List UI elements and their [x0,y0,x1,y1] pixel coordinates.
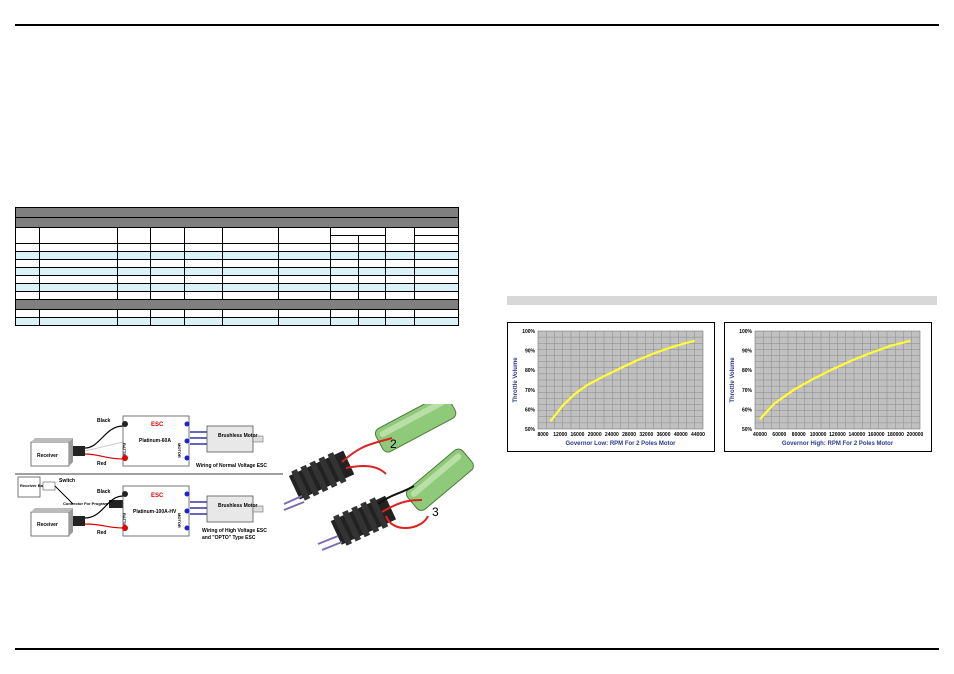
y-tick-label: 60% [525,407,536,413]
esc-title: ESC [151,493,164,499]
x-tick-label: 80000 [792,432,806,438]
top-rule [15,24,939,26]
y-tick-label: 90% [525,349,536,355]
y-tick-label: 60% [742,407,753,413]
x-tick-label: 36000 [657,432,671,438]
diagram-caption-bottom-2: and "OPTO" Type ESC [202,535,256,541]
table-row [15,251,460,260]
y-tick-label: 80% [742,368,753,374]
table-row [15,267,460,276]
x-tick-label: 200000 [907,432,924,438]
y-axis-label: Throttle Volume [513,357,519,403]
motor-box-top: Brushless Motor [206,425,264,453]
receiver-label: Receiver [37,522,58,528]
series-line [759,339,911,420]
motor-box-bottom: Brushless Motor [206,495,264,523]
x-tick-label: 120000 [829,432,846,438]
table-header-row [14,207,460,218]
x-tick-label: 60000 [772,432,786,438]
motor-label: MOTOR [177,443,182,458]
esc-photo-illustration: 2 3 [283,404,474,551]
x-tick-label: 8000 [537,432,548,438]
x-tick-label: 44000 [691,432,705,438]
y-tick-label: 70% [525,388,536,394]
receiver-box: Receiver [30,438,73,467]
table-row [15,291,460,300]
connector-label: Connector For Program Card [63,501,119,506]
x-axis-label: Governor Low: RPM For 2 Poles Motor [565,441,676,447]
table-row [15,283,460,292]
wire-black-label: Black [97,489,111,495]
photo-label-2: 2 [390,437,397,451]
esc-box-top: ESC Platinum-60A BATTERY MOTOR [122,415,190,467]
x-tick-label: 180000 [887,432,904,438]
switch-label: Switch [59,478,75,484]
y-tick-label: 50% [525,427,536,433]
receiver-battery-box: Receiver Battery [17,476,52,498]
y-tick-label: 50% [742,427,753,433]
x-tick-label: 140000 [849,432,866,438]
x-tick-label: 12000 [553,432,567,438]
y-tick-label: 100% [739,329,752,335]
table-header-row [14,217,460,228]
table-subheader-row [15,227,460,244]
diagram-caption-bottom-1: Wiring of High Voltage ESC [202,528,267,534]
x-tick-label: 28000 [622,432,636,438]
esc-title: ESC [151,422,164,428]
bottom-rule [15,648,939,650]
x-axis-label: Governor High: RPM For 2 Poles Motor [782,441,894,447]
motor-label: Brushless Motor [218,503,258,509]
y-tick-label: 90% [742,349,753,355]
battery-label: BATTERY [122,513,127,532]
esc-box-bottom: ESC Platinum-100A-HV BATTERY MOTOR [122,485,190,537]
y-tick-label: 100% [522,329,535,335]
x-tick-label: 24000 [605,432,619,438]
y-tick-label: 80% [525,368,536,374]
receiver-box-bottom: Receiver [30,508,73,537]
battery-label: BATTERY [122,443,127,462]
x-tick-label: 100000 [810,432,827,438]
table-row [15,259,460,268]
esc-model: Platinum-60A [139,438,171,444]
section-bar [507,296,937,305]
series-line [549,339,696,422]
x-tick-label: 32000 [639,432,653,438]
x-tick-label: 160000 [868,432,885,438]
wire-red-label: Red [97,530,106,536]
wire-black-label: Black [97,418,111,424]
receiver-label: Receiver [37,453,58,459]
governor-high-chart: 100% 90% 80% 70% 60% 50%40000 60000 80000 100000… [724,322,932,452]
y-axis-label: Throttle Volume [730,357,736,403]
table-row [15,275,460,284]
receiver-battery-label: Receiver Battery [20,483,52,488]
esc-model: Platinum-100A-HV [133,509,177,515]
table-row [15,317,460,326]
x-tick-label: 16000 [570,432,584,438]
table-row [15,243,460,252]
table-row [15,309,460,318]
diagram-caption-top: Wiring of Normal Voltage ESC [196,463,267,469]
photo-label-3: 3 [432,505,439,519]
wiring-diagram: Black Red Receiver ESC Platinum-60A BATT… [15,415,283,541]
wire-red-label: Red [97,461,106,467]
motor-label: MOTOR [177,513,182,528]
spec-table [14,207,460,326]
x-tick-label: 40000 [674,432,688,438]
motor-label: Brushless Motor [218,433,258,439]
x-tick-label: 20000 [588,432,602,438]
y-tick-label: 70% [742,388,753,394]
x-tick-label: 40000 [753,432,767,438]
governor-high-chart-svg: 100% 90% 80% 70% 60% 50%40000 60000 80000 100000… [730,329,924,447]
table-header-row [14,299,460,310]
